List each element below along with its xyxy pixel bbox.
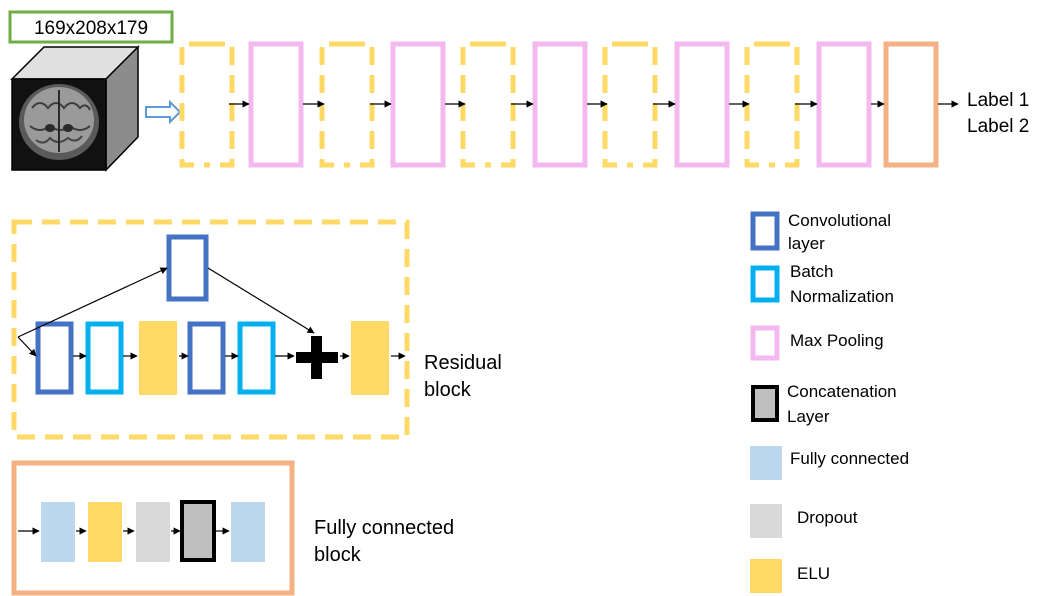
concatenation-icon (751, 385, 779, 422)
max-pooling-3 (532, 41, 588, 168)
legend-bn-line2: Normalization (790, 287, 894, 306)
residual-block-detail (11, 219, 410, 440)
dropout-icon (750, 504, 782, 538)
legend-concat-line2: Layer (787, 407, 830, 426)
legend-fc-line1: Fully connected (790, 449, 910, 468)
elu-icon (750, 559, 782, 593)
max-pooling-4 (674, 41, 730, 168)
residual-elu-1 (139, 321, 177, 395)
residual-bracket-2 (319, 41, 347, 168)
conv-layer-icon (750, 211, 780, 251)
residual-bn-2 (237, 321, 276, 395)
residual-bracket-5b (772, 41, 800, 168)
batch-norm-icon (750, 265, 780, 303)
residual-skip-conv (166, 234, 209, 302)
pipeline (179, 41, 959, 168)
fc-layer-2 (231, 502, 265, 562)
legend-dropout-line1: Dropout (797, 508, 858, 527)
fc-block-label-line2: block (314, 544, 361, 566)
residual-conv-1 (35, 321, 74, 395)
legend-conv-line2: layer (788, 234, 825, 253)
legend-conv-line1: Convolutional (788, 211, 892, 230)
add-icon-v (311, 336, 322, 379)
input-arrow-icon (145, 99, 182, 125)
residual-bracket-2b (347, 41, 375, 168)
input-dims-label: 169x208x179 (34, 18, 148, 39)
residual-bracket-5 (744, 41, 772, 168)
residual-bracket-3b (488, 41, 516, 168)
fully-connected-block-detail (11, 460, 295, 596)
legend-concat-line1: Concatenation (787, 382, 897, 401)
fc-layer-1 (41, 502, 75, 562)
max-pooling-icon (750, 325, 780, 361)
legend-elu-line1: ELU (797, 564, 831, 583)
residual-bracket-1b (207, 41, 235, 168)
residual-block-frame (11, 219, 410, 440)
input-dims-box (8, 10, 174, 44)
legend-pool-line1: Max Pooling (790, 331, 884, 350)
output-label-1: Label 1 (967, 90, 1030, 111)
residual-conv-2 (187, 321, 226, 395)
fc-block-frame (11, 460, 295, 596)
residual-block-label-line1: Residual (424, 352, 502, 374)
residual-bracket-1 (179, 41, 207, 168)
residual-bn-1 (85, 321, 124, 395)
fc-dropout (136, 502, 170, 562)
residual-bracket-4 (602, 41, 630, 168)
fully-connected-icon (750, 446, 782, 480)
mri-cube (10, 45, 140, 172)
legend-icons (750, 211, 782, 593)
max-pooling-1 (248, 41, 304, 168)
residual-bracket-4b (630, 41, 658, 168)
fc-elu (88, 502, 122, 562)
residual-bracket-3 (460, 41, 488, 168)
residual-block-label-line2: block (424, 379, 471, 401)
fc-block-label-line1: Fully connected (314, 517, 455, 539)
output-label-2: Label 2 (967, 116, 1030, 137)
fully-connected-block-top (883, 41, 939, 168)
max-pooling-2 (390, 41, 446, 168)
max-pooling-5 (816, 41, 872, 168)
input-volume: 169x208x179 (8, 10, 182, 172)
fc-concatenation (180, 500, 216, 562)
legend-bn-line1: Batch (790, 262, 834, 281)
residual-elu-2 (351, 321, 389, 395)
